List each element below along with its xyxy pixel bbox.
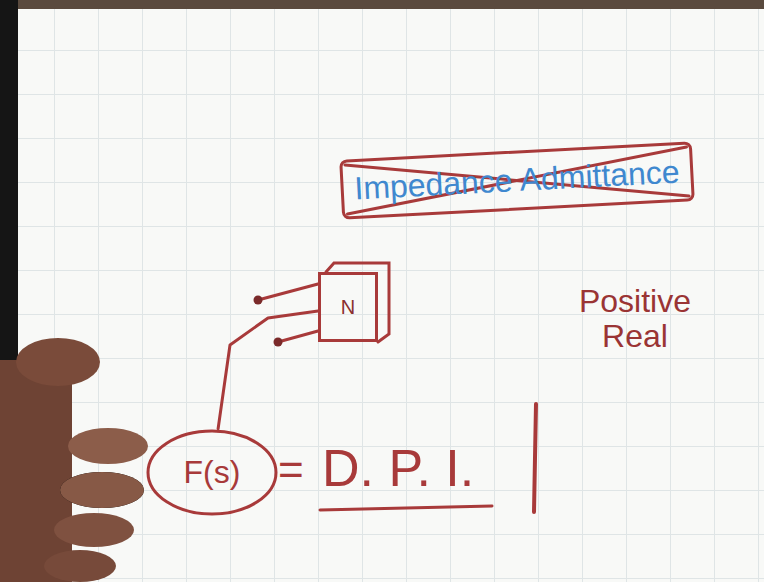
function-circle: F(s)	[146, 429, 278, 516]
connector-line	[218, 311, 318, 429]
top-edge	[0, 0, 764, 9]
finger	[60, 472, 144, 508]
port-wire	[258, 284, 318, 300]
note-text: Positive Real	[565, 284, 705, 354]
node-text: N	[318, 296, 378, 319]
palm	[0, 360, 72, 582]
node-text: Impedance Admittance	[339, 153, 694, 208]
abbreviation: D. P. I.	[322, 440, 474, 497]
crossed-out-box: Impedance Admittance	[339, 141, 696, 220]
hand	[0, 338, 148, 582]
finger	[60, 472, 144, 508]
port-wire	[278, 331, 318, 342]
terminal-dot	[274, 338, 283, 347]
network-box: N	[318, 272, 378, 342]
thumb	[16, 338, 100, 386]
finger	[68, 428, 148, 464]
equals-sign: =	[278, 446, 304, 494]
terminal-dot	[254, 296, 263, 305]
divider-line	[534, 404, 536, 512]
finger	[44, 550, 116, 582]
node-text: F(s)	[146, 454, 278, 491]
finger	[54, 513, 134, 547]
underline	[320, 506, 492, 510]
